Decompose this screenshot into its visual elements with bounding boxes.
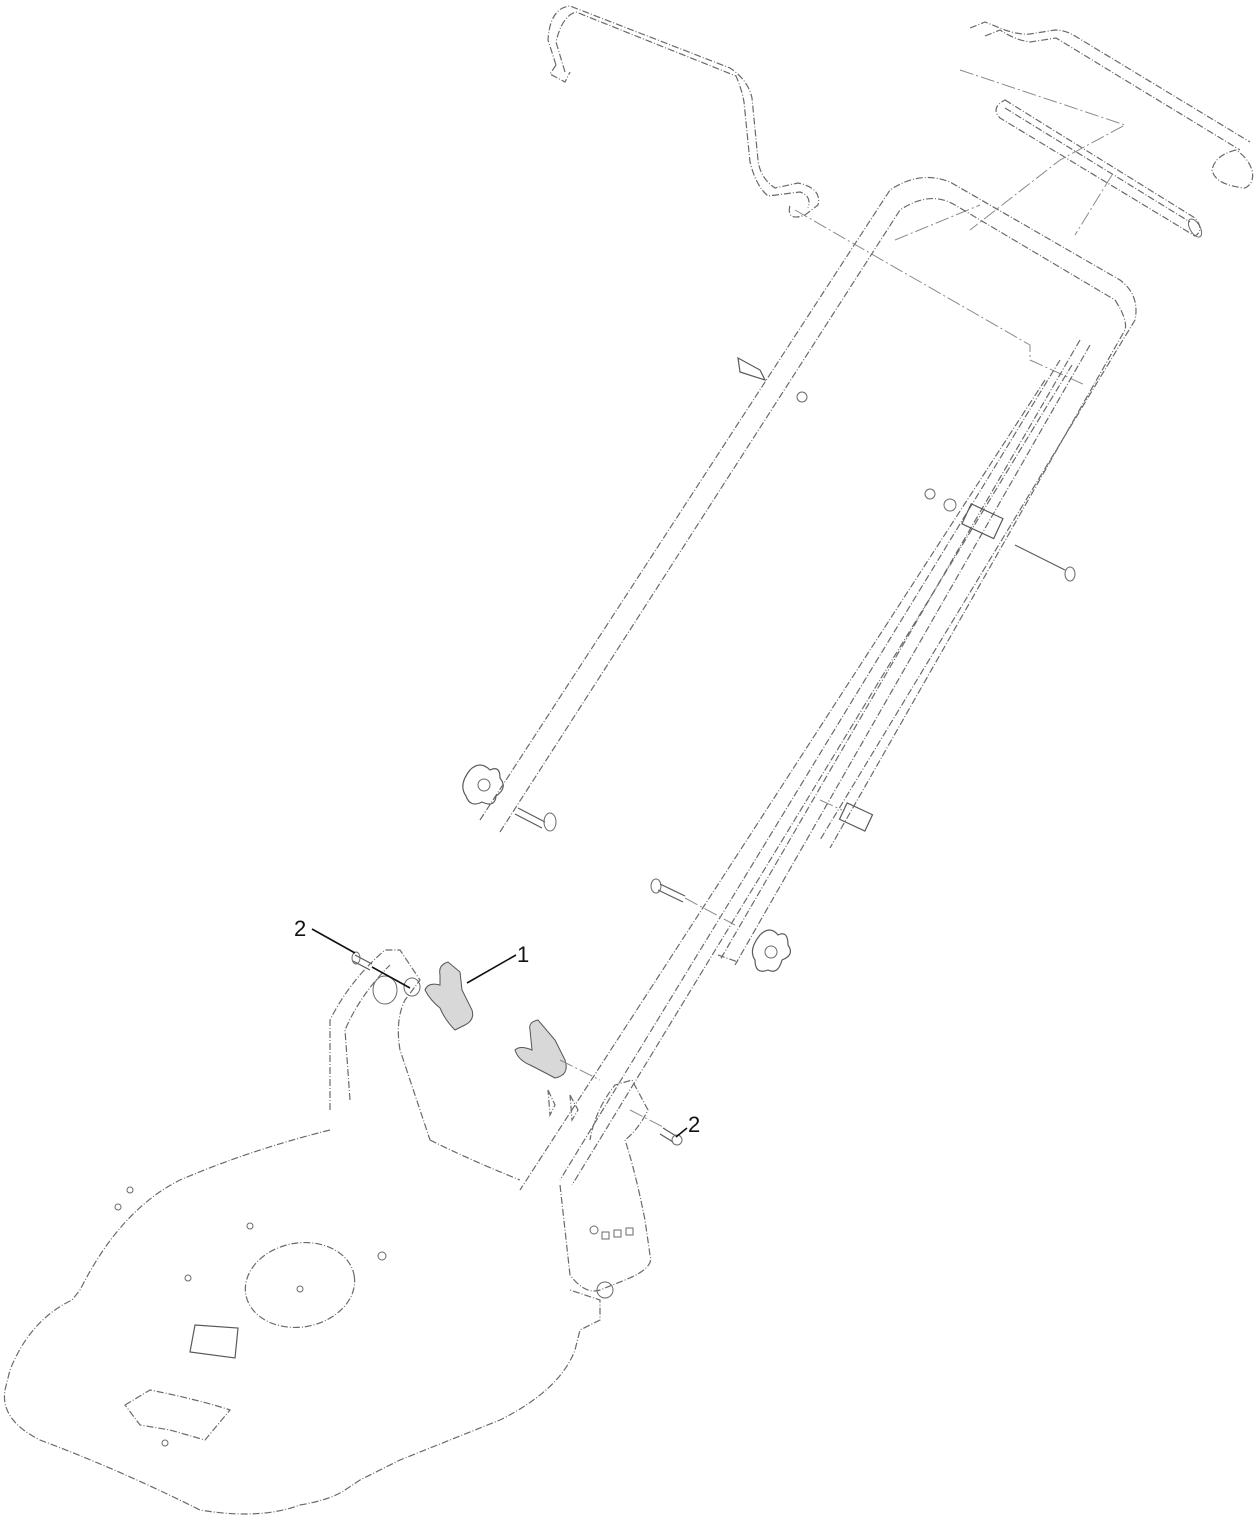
upper-knob-bolt <box>924 488 1076 582</box>
grip-tube <box>995 99 1203 238</box>
leader-2-right <box>675 1127 688 1138</box>
upper-crossbar <box>969 21 1254 189</box>
bumper-right <box>514 1019 601 1122</box>
leader-2-left <box>311 928 356 954</box>
right-knob <box>751 929 792 972</box>
lower-handle <box>519 339 1091 1191</box>
callout-2-left: 2 <box>294 916 307 941</box>
cable-tie <box>737 356 808 403</box>
handle-bumper <box>424 961 474 1031</box>
upper-handle <box>479 176 1137 849</box>
callout-2-right: 2 <box>688 1112 701 1137</box>
left-knob <box>462 764 504 805</box>
right-bracket <box>559 1079 652 1299</box>
control-bar <box>547 5 820 218</box>
bolt-mid <box>650 878 736 926</box>
leader-1 <box>466 954 517 984</box>
carriage-bolt-left <box>514 807 557 832</box>
left-bracket <box>329 949 431 1141</box>
cable-clip <box>819 799 874 832</box>
mower-deck <box>3 1129 601 1515</box>
handle-bolt-right <box>629 1109 683 1146</box>
callout-1: 1 <box>517 942 530 967</box>
handle-bolt-left <box>351 951 411 989</box>
